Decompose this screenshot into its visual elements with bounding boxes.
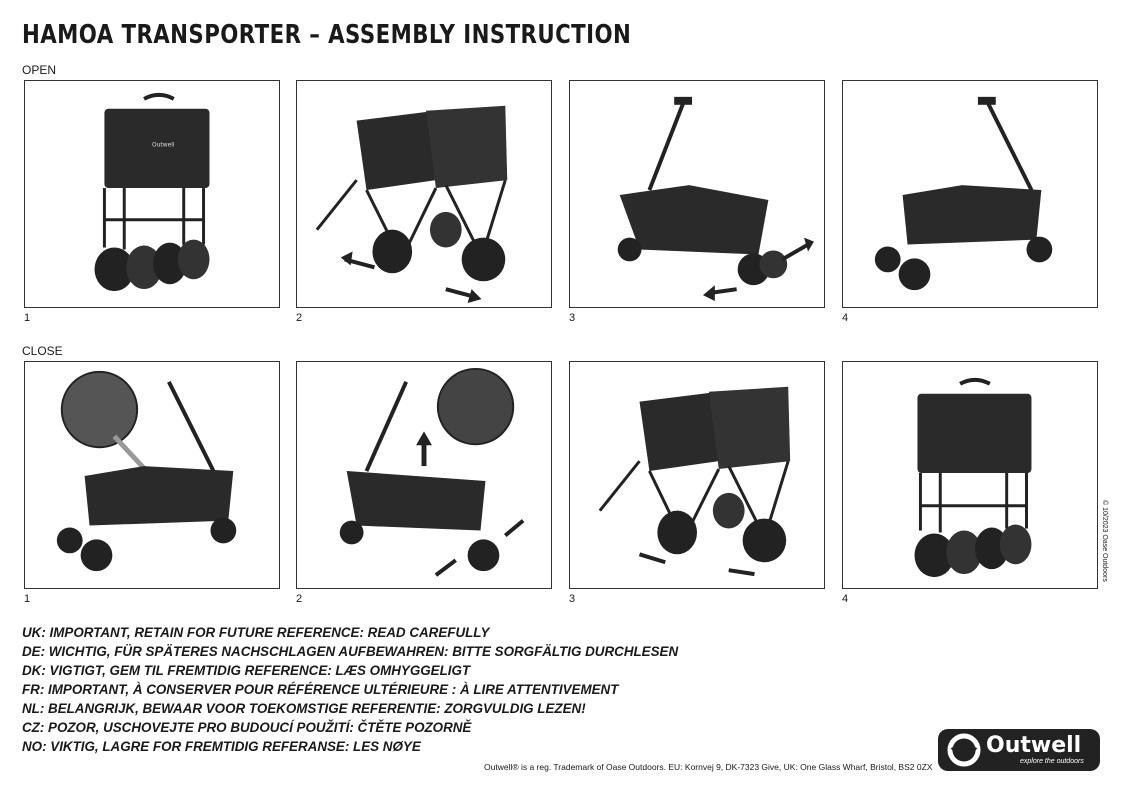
open-wagon-icon [617, 96, 814, 302]
folded-wagon-icon [914, 377, 1032, 578]
close-step-3-illustration [569, 361, 825, 589]
open-step-3-number: 3 [569, 312, 576, 324]
folding-wagon-icon [598, 386, 791, 577]
copyright-notice: © 10/2023 Oase Outdoors [1101, 500, 1108, 582]
open-step-3-illustration [569, 80, 825, 308]
unfolding-wagon-icon [315, 105, 508, 304]
warning-list: UK: IMPORTANT, RETAIN FOR FUTURE REFEREN… [22, 623, 722, 756]
close-step-4-illustration [842, 361, 1098, 589]
open-wagon-detail-icon [56, 370, 237, 572]
warning-no: NO: VIKTIG, LAGRE FOR FREMTIDIG REFERANS… [22, 739, 421, 754]
open-step-2-number: 2 [296, 312, 303, 324]
warning-nl: NL: BELANGRIJK, BEWAAR VOOR TOEKOMSTIGE … [22, 701, 586, 716]
warning-fr: FR: IMPORTANT, À CONSERVER POUR RÉFÉRENC… [22, 682, 619, 697]
open-step-4-illustration [842, 80, 1098, 308]
outwell-logo: Outwell explore the outdoors [938, 729, 1100, 771]
close-step-2-illustration [296, 361, 552, 589]
footer-trademark: Outwell® is a reg. Trademark of Oase Out… [484, 762, 933, 772]
section-open-label: OPEN [22, 63, 57, 77]
open-step-1-number: 1 [24, 312, 31, 324]
close-step-1-illustration [24, 361, 280, 589]
close-step-2-number: 2 [296, 593, 303, 605]
warning-uk: UK: IMPORTANT, RETAIN FOR FUTURE REFEREN… [22, 625, 490, 640]
closing-wagon-icon [339, 367, 525, 577]
warning-dk: DK: VIGTIGT, GEM TIL FREMTIDIG REFERENCE… [22, 663, 471, 678]
section-close-label: CLOSE [22, 344, 63, 358]
open-step-1-illustration: Outwell [24, 80, 280, 308]
close-step-1-number: 1 [24, 593, 31, 605]
open-step-4-number: 4 [842, 312, 849, 324]
close-step-4-number: 4 [842, 593, 849, 605]
warning-cz: CZ: POZOR, USCHOVEJTE PRO BUDOUCÍ POUŽIT… [22, 720, 472, 735]
close-step-3-number: 3 [569, 593, 576, 605]
folded-wagon-icon: Outwell [94, 92, 210, 292]
open-wagon-icon [874, 96, 1053, 291]
page-title: HAMOA TRANSPORTER – ASSEMBLY INSTRUCTION [22, 20, 632, 50]
wagon-brand-text: Outwell [152, 141, 175, 148]
outwell-logo-icon [947, 733, 981, 767]
warning-de: DE: WICHTIG, FÜR SPÄTERES NACHSCHLAGEN A… [22, 644, 679, 659]
open-step-2-illustration [296, 80, 552, 308]
logo-tagline: explore the outdoors [1020, 758, 1084, 765]
logo-word: Outwell [986, 733, 1082, 758]
